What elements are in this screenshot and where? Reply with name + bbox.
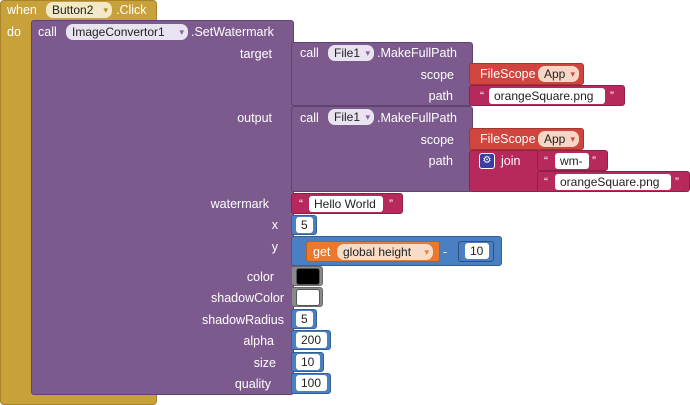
dropdown-arrow-icon: ▾ bbox=[365, 48, 370, 58]
do-label: do bbox=[7, 25, 21, 39]
quote-open-icon: “ bbox=[544, 175, 548, 189]
shadowcolor-swatch-white[interactable] bbox=[296, 289, 320, 306]
target-path-label: path bbox=[428, 89, 453, 103]
setwatermark-label: .SetWatermark bbox=[191, 25, 274, 39]
quote-open-icon: “ bbox=[480, 89, 484, 103]
quote-close-icon: ” bbox=[610, 89, 614, 103]
target-filescope-label: FileScope bbox=[480, 67, 536, 81]
param-output: output bbox=[237, 111, 272, 125]
app-text: App bbox=[544, 132, 566, 146]
param-x: x bbox=[271, 218, 278, 232]
dropdown-arrow-icon: ▾ bbox=[570, 134, 575, 144]
minus-operator: - bbox=[443, 245, 448, 259]
join-part2-value[interactable]: orangeSquare.png bbox=[555, 174, 671, 190]
target-makefullpath-label: .MakeFullPath bbox=[377, 46, 457, 60]
button2-text: Button2 bbox=[52, 3, 94, 17]
when-label: when bbox=[7, 3, 37, 17]
output-makefullpath-label: .MakeFullPath bbox=[377, 111, 457, 125]
imageconvertor1-dropdown[interactable]: ImageConvertor1 ▾ bbox=[66, 24, 188, 40]
imageconvertor1-text: ImageConvertor1 bbox=[72, 25, 165, 39]
dropdown-arrow-icon: ▾ bbox=[424, 247, 429, 257]
param-color: color bbox=[246, 270, 274, 284]
setwatermark-call-block[interactable] bbox=[31, 20, 294, 395]
output-scope-app-dropdown[interactable]: App ▾ bbox=[538, 131, 579, 147]
param-watermark: watermark bbox=[210, 197, 269, 211]
get-label: get bbox=[313, 245, 331, 259]
quote-open-icon: “ bbox=[544, 154, 548, 168]
x-value[interactable]: 5 bbox=[296, 217, 313, 233]
quote-close-icon: ” bbox=[675, 175, 679, 189]
dropdown-arrow-icon: ▾ bbox=[103, 5, 108, 15]
y-number-value[interactable]: 10 bbox=[465, 243, 489, 259]
join-label: join bbox=[501, 154, 521, 168]
param-shadowradius: shadowRadius bbox=[202, 313, 284, 327]
quote-close-icon: ” bbox=[592, 154, 596, 168]
file1-text: File1 bbox=[334, 110, 361, 124]
target-call-label: call bbox=[300, 46, 319, 60]
output-makefullpath-block[interactable] bbox=[291, 106, 473, 192]
param-target: target bbox=[240, 47, 272, 61]
dropdown-arrow-icon: ▾ bbox=[365, 112, 370, 122]
output-path-label: path bbox=[428, 154, 453, 168]
call-label: call bbox=[38, 25, 57, 39]
shadowradius-value[interactable]: 5 bbox=[296, 311, 313, 327]
param-alpha: alpha bbox=[243, 334, 274, 348]
param-shadowcolor: shadowColor bbox=[211, 291, 284, 305]
param-y: y bbox=[271, 240, 278, 254]
button2-dropdown[interactable]: Button2 ▾ bbox=[46, 2, 112, 18]
click-label: .Click bbox=[116, 3, 147, 17]
quote-close-icon: ” bbox=[389, 197, 393, 211]
quality-value[interactable]: 100 bbox=[296, 375, 327, 391]
output-scope-label: scope bbox=[420, 133, 454, 147]
join-part1-value[interactable]: wm- bbox=[555, 153, 589, 169]
output-file1-dropdown[interactable]: File1 ▾ bbox=[328, 109, 374, 125]
output-filescope-label: FileScope bbox=[480, 132, 536, 146]
param-size: size bbox=[253, 356, 276, 370]
target-makefullpath-block[interactable] bbox=[291, 42, 473, 106]
target-scope-label: scope bbox=[420, 68, 454, 82]
color-swatch-black[interactable] bbox=[296, 268, 320, 285]
mutator-gear-icon[interactable]: ⚙ bbox=[479, 153, 495, 169]
target-file1-dropdown[interactable]: File1 ▾ bbox=[328, 45, 374, 61]
dropdown-arrow-icon: ▾ bbox=[179, 27, 184, 37]
size-value[interactable]: 10 bbox=[296, 354, 320, 370]
file1-text: File1 bbox=[334, 46, 361, 60]
alpha-value[interactable]: 200 bbox=[296, 332, 327, 348]
param-quality: quality bbox=[234, 377, 271, 391]
output-call-label: call bbox=[300, 111, 319, 125]
dropdown-arrow-icon: ▾ bbox=[570, 69, 575, 79]
quote-open-icon: “ bbox=[299, 197, 303, 211]
global-height-text: global height bbox=[343, 245, 412, 259]
watermark-value[interactable]: Hello World bbox=[309, 196, 383, 212]
target-scope-app-dropdown[interactable]: App ▾ bbox=[538, 66, 579, 82]
target-path-value[interactable]: orangeSquare.png bbox=[489, 88, 605, 104]
app-text: App bbox=[544, 67, 566, 81]
global-height-dropdown[interactable]: global height ▾ bbox=[337, 244, 433, 260]
